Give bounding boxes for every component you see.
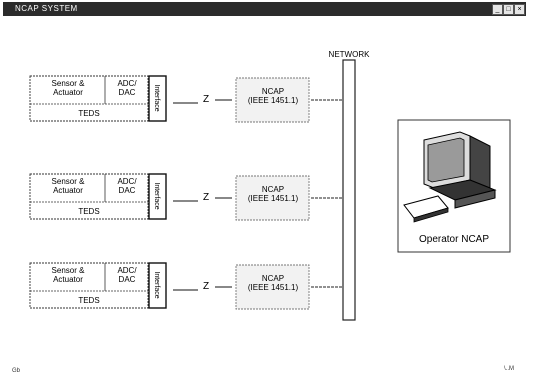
adc-dac-label: ADC/DAC xyxy=(117,177,137,195)
footer-left-mark: Gb xyxy=(12,368,20,374)
wireless-link-symbol: Z xyxy=(203,192,209,203)
wireless-link-symbol: Z xyxy=(203,281,209,292)
adc-dac-label: ADC/DAC xyxy=(117,266,137,284)
teds-label: TEDS xyxy=(78,109,99,118)
teds-label: TEDS xyxy=(78,207,99,216)
network-label: NETWORK xyxy=(329,50,371,59)
wireless-link-symbol: Z xyxy=(203,94,209,105)
sensor-actuator-label: Sensor &Actuator xyxy=(52,266,86,284)
teds-label: TEDS xyxy=(78,296,99,305)
interface-label: Interface xyxy=(153,182,160,209)
footer-right-mark: \..M xyxy=(504,366,514,372)
adc-dac-label: ADC/DAC xyxy=(117,79,137,97)
sensor-actuator-label: Sensor &Actuator xyxy=(52,79,86,97)
interface-label: Interface xyxy=(153,84,160,111)
interface-label: Interface xyxy=(153,271,160,298)
sensor-actuator-label: Sensor &Actuator xyxy=(52,177,86,195)
operator-label: Operator NCAP xyxy=(419,234,489,245)
network-bus xyxy=(343,60,355,320)
